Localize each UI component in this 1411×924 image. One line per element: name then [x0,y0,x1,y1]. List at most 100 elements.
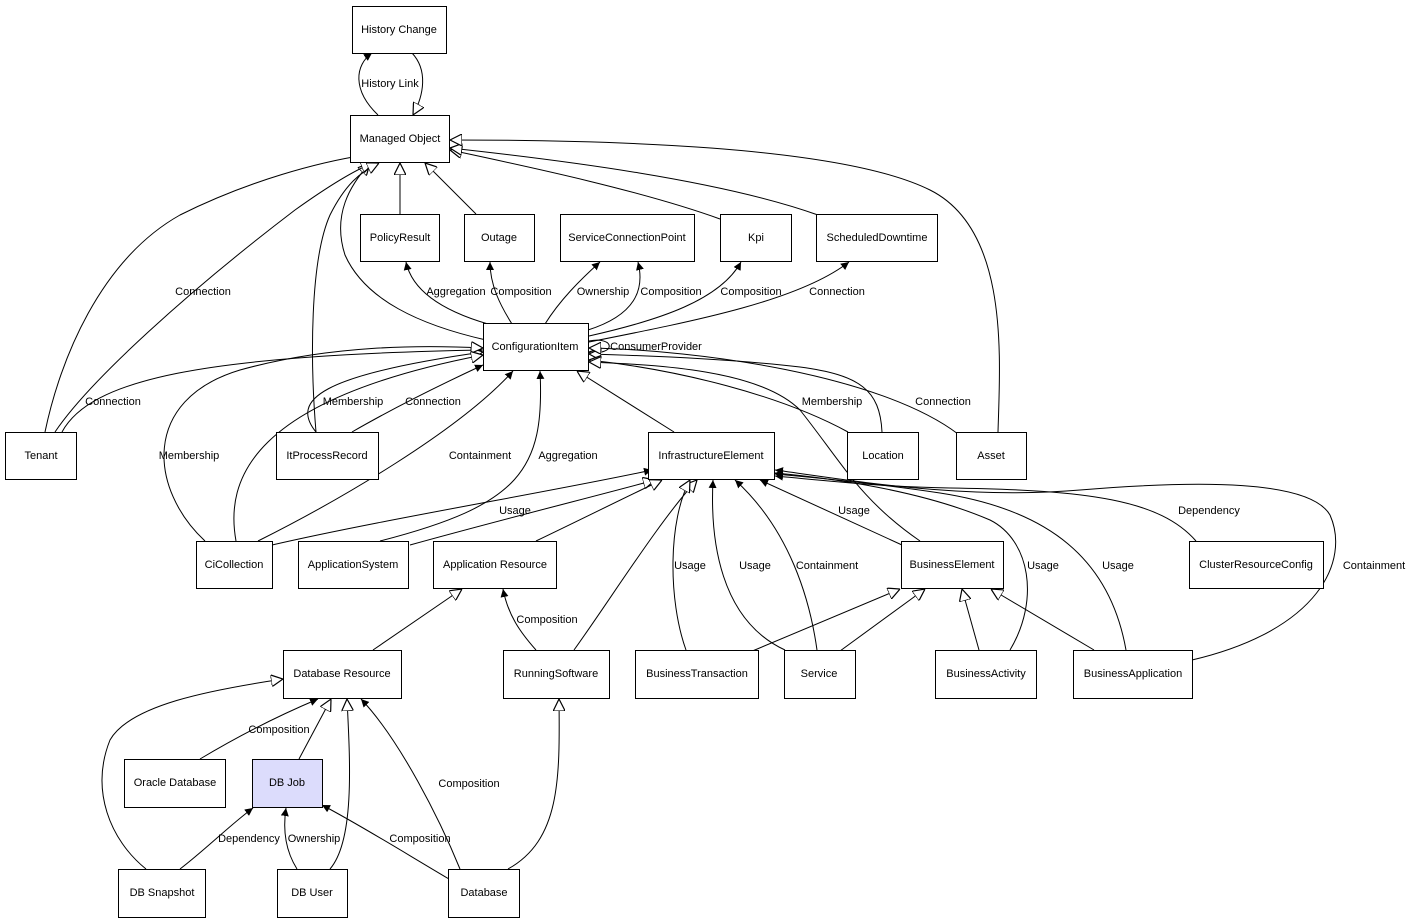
node-label: BusinessTransaction [646,668,748,680]
node-label: History Change [361,24,437,36]
edge-asset-ci [589,348,959,435]
edge-location-ci [589,354,883,433]
node-label: ConfigurationItem [492,341,579,353]
edge-label: Containment [449,450,511,462]
node-location[interactable] [847,432,919,480]
edge-label: Usage [1102,560,1134,572]
edge-label: Composition [248,724,309,736]
node-service-connection-point[interactable] [560,214,695,262]
edge-ar-ie [535,480,662,542]
node-cluster-resource-config[interactable] [1189,541,1324,589]
node-label: ScheduledDowntime [827,232,928,244]
node-configuration-item[interactable] [483,323,589,371]
node-label: Asset [977,450,1005,462]
edge-service-be [839,589,925,652]
node-label: BusinessActivity [946,668,1026,680]
node-db-job[interactable] [252,759,323,808]
edge-database-rs [507,699,559,870]
node-label: InfrastructureElement [658,450,763,462]
node-managed-object[interactable] [350,115,450,163]
edge-be-ie [759,479,903,546]
edge-snapshot-dbres [101,679,283,870]
edge-label: Composition [490,286,551,298]
node-label: Database Resource [293,668,390,680]
edge-label: Membership [323,396,384,408]
edge-bt-be [749,589,900,653]
node-business-element[interactable] [901,541,1004,589]
edge-ci-scp-comp [587,261,644,331]
edge-label: Composition [516,614,577,626]
edge-label: Usage [674,560,706,572]
node-label: BusinessElement [910,559,995,571]
node-label: Kpi [748,232,764,244]
edge-database-dbres [360,698,461,870]
node-label: DB Job [269,777,305,789]
node-db-user[interactable] [277,869,348,918]
edge-database-dbjob [321,804,450,880]
node-asset[interactable] [956,432,1027,480]
edge-cicoll-ci-generalization [233,355,483,542]
edge-label: Connection [809,286,865,298]
edge-cicoll-ie-usage [271,467,653,546]
edge-label: Membership [802,396,863,408]
node-running-software[interactable] [503,650,610,699]
edge-label: Aggregation [426,286,485,298]
edge-label: Usage [838,505,870,517]
node-db-snapshot[interactable] [118,869,206,918]
edge-label: History Link [361,78,419,90]
edge-bt-ie [672,480,690,651]
edge-dbuser-dbres [329,699,350,870]
edge-label: Usage [499,505,531,517]
node-it-process-record[interactable] [276,432,379,480]
node-business-transaction[interactable] [635,650,759,699]
edge-cicoll-ci-containment [257,370,514,542]
edge-cicoll-ci-membership [163,347,483,542]
edge-itpr-ci-membership [307,352,483,433]
node-database[interactable] [448,869,520,918]
edge-ci-outage [486,261,513,325]
edge-dbjob-dbres [298,699,331,760]
edge-label: ConsumerProvider [610,341,702,353]
node-application-system[interactable] [298,541,409,589]
edge-label: Ownership [577,286,630,298]
edge-ci-mo [340,163,487,341]
edge-label: Connection [85,396,141,408]
edge-asset-mo [450,140,1000,433]
node-ci-collection[interactable] [196,541,273,589]
node-policy-result[interactable] [360,214,440,262]
node-oracle-database[interactable] [124,759,226,808]
node-outage[interactable] [464,214,535,262]
edge-bapp-ie-usage [774,470,1127,651]
node-service[interactable] [784,650,856,699]
edge-oracle-dbres [199,698,319,760]
edge-label: Aggregation [538,450,597,462]
node-scheduled-downtime[interactable] [816,214,938,262]
node-label: ClusterResourceConfig [1199,559,1313,571]
node-infrastructure-element[interactable] [648,432,775,480]
node-label: Service [801,668,838,680]
edge-label: Connection [175,286,231,298]
node-history-change[interactable] [352,6,447,54]
edge-label: Usage [1027,560,1059,572]
edge-label: Containment [1343,560,1405,572]
node-label: ApplicationSystem [308,559,399,571]
node-database-resource[interactable] [283,650,402,699]
node-label: Oracle Database [134,777,217,789]
edge-label: Composition [640,286,701,298]
node-business-application[interactable] [1073,650,1193,699]
edge-outage-mo [425,163,477,215]
edge-location-ci-membership [589,360,849,433]
edge-label: Dependency [218,833,280,845]
edge-rs-ar [500,588,537,651]
node-kpi[interactable] [720,214,792,262]
edge-ba-be [962,589,980,651]
edge-itpr-ci-connection [351,364,484,433]
node-application-resource[interactable] [433,541,557,589]
node-tenant[interactable] [5,432,77,480]
edge-tenant-mo [44,155,365,433]
edge-service-ie-containment [734,479,818,651]
edge-label: Ownership [288,833,341,845]
node-label: Application Resource [443,559,547,571]
node-business-activity[interactable] [935,650,1037,699]
